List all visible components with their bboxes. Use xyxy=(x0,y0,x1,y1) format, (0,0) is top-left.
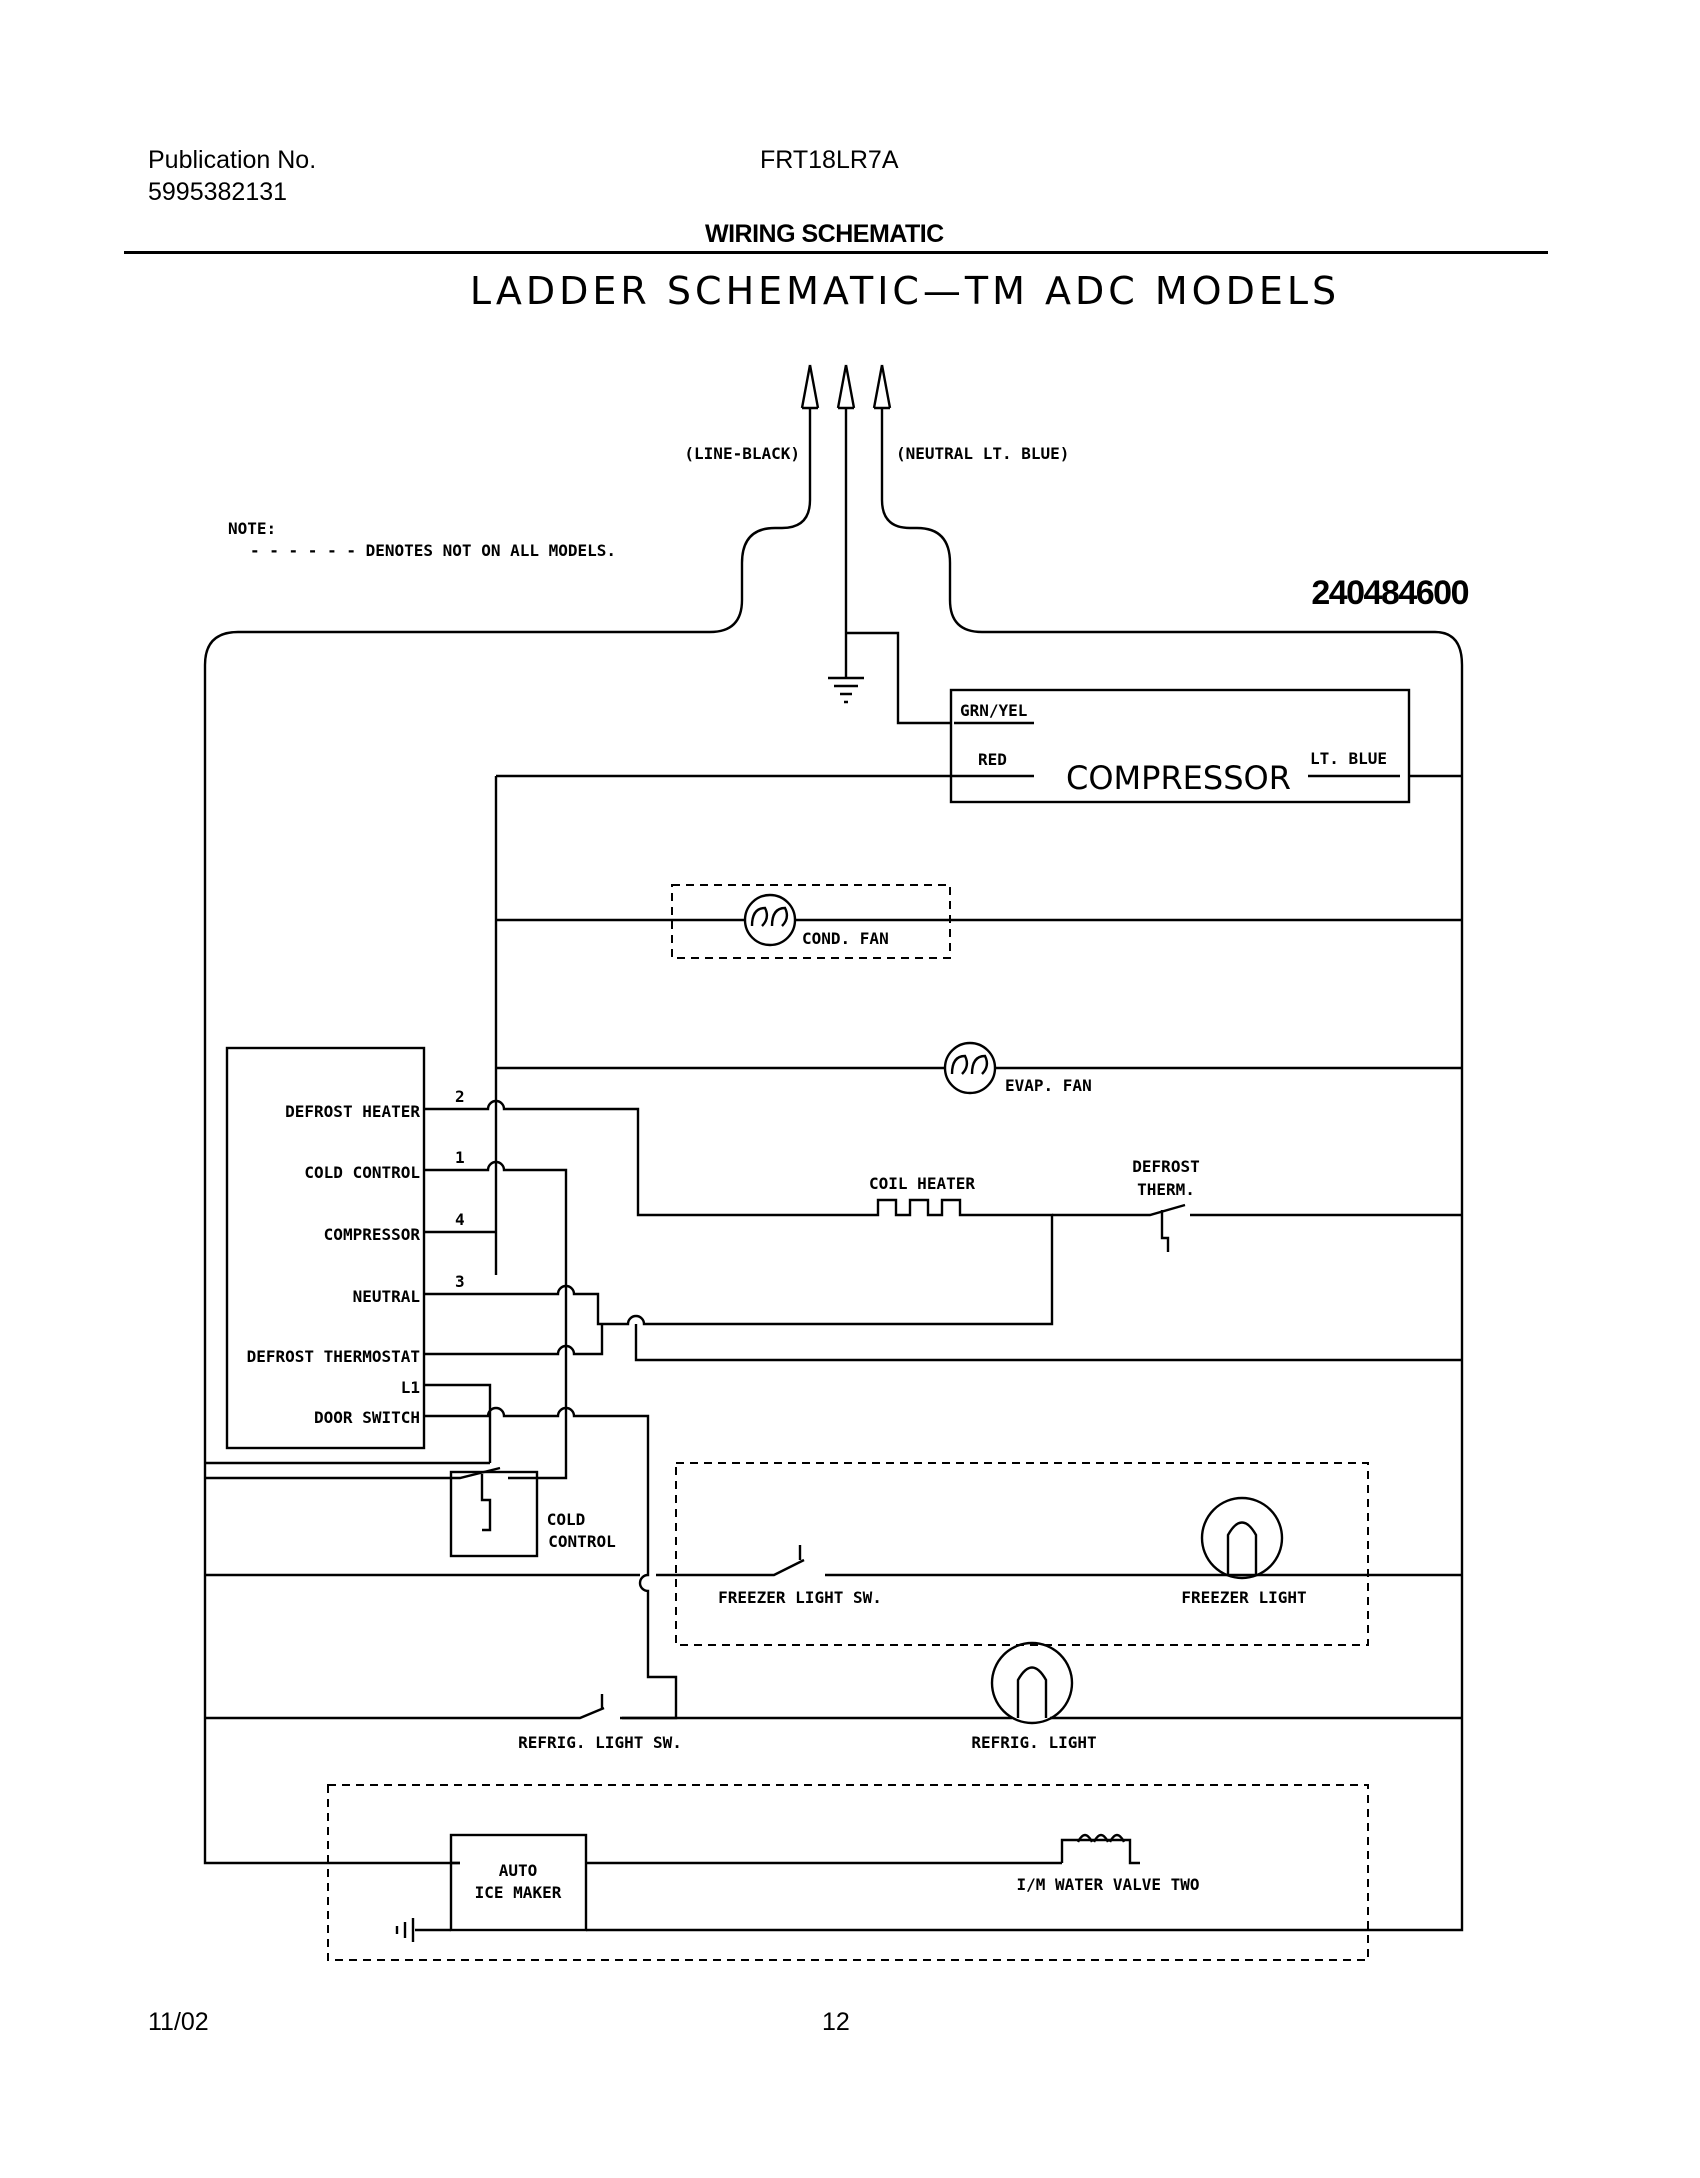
pin-1: 1 xyxy=(455,1148,465,1167)
defrost-heater-wire xyxy=(424,1099,870,1217)
freezer-light-wire xyxy=(205,1545,1462,1577)
defrost-thermostat-wire xyxy=(424,1324,1462,1362)
supply-arrows xyxy=(800,364,892,410)
grn-yel-label: GRN/YEL xyxy=(960,701,1027,720)
freezer-light-bulb-icon xyxy=(1200,1496,1284,1580)
diagram-title: LADDER SCHEMATIC—TM ADC MODELS xyxy=(470,269,1340,313)
header-rule xyxy=(124,251,1548,254)
compressor-label: COMPRESSOR xyxy=(1066,759,1291,797)
part-number: 240484600 xyxy=(1311,574,1468,612)
publication-label: Publication No. xyxy=(148,146,317,174)
freezer-light-filament-icon xyxy=(1226,1521,1258,1575)
neutral-arrow xyxy=(872,364,892,410)
section-title: WIRING SCHEMATIC xyxy=(705,220,944,248)
timer-neutral: NEUTRAL xyxy=(353,1287,420,1306)
line-conductor xyxy=(203,408,812,1865)
l1-wire xyxy=(424,1383,492,1416)
defrost-timer-box xyxy=(225,1046,426,1450)
refrig-light-label: REFRIG. LIGHT xyxy=(971,1733,1096,1752)
ice-maker-dashed-box xyxy=(327,1784,1369,1961)
freezer-light-dashed-box xyxy=(675,1462,1369,1646)
evap-fan-label: EVAP. FAN xyxy=(1005,1076,1092,1095)
red-label: RED xyxy=(978,750,1007,769)
cond-fan-label: COND. FAN xyxy=(802,929,889,948)
line-arrow xyxy=(800,364,820,410)
ground-symbol xyxy=(828,408,864,704)
footer-page: 12 xyxy=(822,2008,850,2036)
defrost-therm-label-1: DEFROST xyxy=(1132,1157,1199,1176)
coil-heater-label: COIL HEATER xyxy=(869,1174,975,1193)
timer-compressor: COMPRESSOR xyxy=(324,1225,421,1244)
ground-wire xyxy=(846,631,951,725)
ice-maker-box xyxy=(449,1833,588,1932)
water-valve-label: I/M WATER VALVE TWO xyxy=(1016,1875,1199,1894)
water-valve-wire xyxy=(451,1838,1140,1865)
compressor-feed-wire xyxy=(494,774,1034,1275)
neutral-conductor xyxy=(880,408,1464,1932)
neutral-label: (NEUTRAL LT. BLUE) xyxy=(896,444,1069,463)
cond-fan-coil-icon xyxy=(750,906,789,927)
footer-date: 11/02 xyxy=(148,2008,209,2036)
defrost-therm-label-2: THERM. xyxy=(1137,1180,1195,1199)
evap-fan-coil-icon xyxy=(950,1054,989,1075)
cold-control-label-1: COLD xyxy=(547,1510,586,1529)
note-text: - - - - - - DENOTES NOT ON ALL MODELS. xyxy=(250,541,616,560)
note-label: NOTE: xyxy=(228,519,276,538)
cold-control-wire xyxy=(424,1160,568,1480)
refrig-light-filament-icon xyxy=(1016,1666,1048,1718)
line-black-label: (LINE-BLACK) xyxy=(684,444,800,463)
ice-maker-ground-icon xyxy=(395,1918,451,1942)
refrig-light-bulb-icon xyxy=(990,1641,1074,1725)
refrig-light-sw-label: REFRIG. LIGHT SW. xyxy=(518,1733,682,1752)
freezer-light-label: FREEZER LIGHT xyxy=(1181,1588,1306,1607)
publication-number: 5995382131 xyxy=(148,178,288,206)
ice-maker-label-1: AUTO xyxy=(499,1861,538,1880)
cold-control-label-2: CONTROL xyxy=(548,1532,615,1551)
coil-heater-icon xyxy=(870,1198,980,1217)
water-valve-coil-icon xyxy=(1076,1833,1126,1843)
timer-defrost-thermostat: DEFROST THERMOSTAT xyxy=(247,1347,420,1366)
model-number: FRT18LR7A xyxy=(760,146,899,174)
ice-maker-label-2: ICE MAKER xyxy=(475,1883,562,1902)
refrig-light-wire xyxy=(205,1694,1462,1720)
neutral-timer-wire xyxy=(424,1213,1054,1326)
lt-blue-label: LT. BLUE xyxy=(1310,749,1387,768)
timer-l1: L1 xyxy=(401,1378,420,1397)
cold-control-switch-icon xyxy=(205,1466,540,1532)
cold-control-box xyxy=(449,1470,539,1558)
timer-cold-control: COLD CONTROL xyxy=(304,1163,420,1182)
ground-arrow xyxy=(836,364,856,410)
timer-door-switch: DOOR SWITCH xyxy=(314,1408,420,1427)
timer-defrost-heater: DEFROST HEATER xyxy=(285,1102,420,1121)
door-switch-wire xyxy=(424,1406,678,1720)
compressor-box xyxy=(949,688,1411,804)
freezer-light-sw-label: FREEZER LIGHT SW. xyxy=(718,1588,882,1607)
pin-3: 3 xyxy=(455,1272,465,1291)
cond-fan-dashed-box xyxy=(671,884,951,959)
defrost-therm-switch-icon xyxy=(1140,1203,1205,1252)
pin-2: 2 xyxy=(455,1087,465,1106)
pin-4: 4 xyxy=(455,1210,465,1229)
